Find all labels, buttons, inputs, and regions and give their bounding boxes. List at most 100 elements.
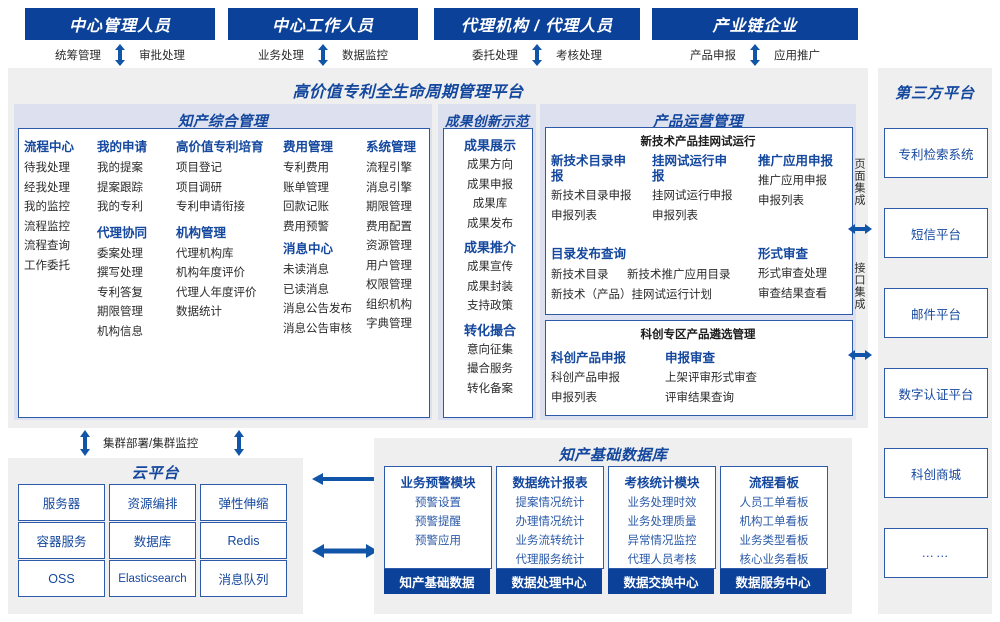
ip-group-head[interactable]: 系统管理 [366, 140, 417, 154]
ip-leaf[interactable]: 期限管理 [97, 306, 143, 318]
innovation-leaf[interactable]: 成果发布 [467, 217, 513, 230]
ip-group-head[interactable]: 我的申请 [97, 140, 148, 154]
database-leaf[interactable]: 业务类型看板 [739, 535, 809, 547]
ip-leaf[interactable]: 工作委托 [24, 259, 70, 272]
innovation-leaf[interactable]: 成果申报 [467, 178, 513, 191]
database-footer-2[interactable]: 数据交换中心 [608, 569, 714, 594]
ip-leaf[interactable]: 数据统计 [176, 306, 222, 318]
product-ops-group-head[interactable]: 新技术目录申报 [551, 154, 627, 183]
ip-leaf[interactable]: 经我处理 [24, 181, 70, 194]
database-leaf[interactable]: 预警应用 [415, 535, 461, 547]
database-leaf[interactable]: 核心业务看板 [739, 554, 809, 566]
ip-leaf[interactable]: 用户管理 [366, 259, 412, 272]
product-ops-leaf[interactable]: 审查结果查看 [758, 287, 827, 300]
product-ops-leaf[interactable]: 挂网试运行申报 [652, 190, 733, 202]
cloud-cell-5[interactable]: Redis [200, 522, 287, 559]
product-ops-leaf[interactable]: 评审结果查询 [665, 391, 734, 404]
cloud-cell-0[interactable]: 服务器 [18, 484, 105, 521]
ip-leaf[interactable]: 机构年度评价 [176, 267, 245, 279]
ip-group-head[interactable]: 代理协同 [97, 225, 148, 240]
product-ops-leaf[interactable]: 新技术目录申报 [551, 190, 632, 202]
ip-leaf[interactable]: 消息公告发布 [283, 303, 352, 315]
database-footer-0[interactable]: 知产基础数据 [384, 569, 490, 594]
product-ops-leaf[interactable]: 申报列表 [551, 209, 597, 222]
database-leaf[interactable]: 代理人员考核 [627, 554, 697, 566]
product-ops-leaf[interactable]: 申报列表 [758, 194, 804, 207]
ip-leaf[interactable]: 组织机构 [366, 298, 412, 311]
database-leaf[interactable]: 办理情况统计 [515, 516, 585, 528]
innovation-leaf[interactable]: 意向征集 [467, 343, 513, 356]
innovation-leaf[interactable]: 转化备案 [467, 382, 513, 395]
database-leaf[interactable]: 预警设置 [415, 497, 461, 509]
ip-leaf[interactable]: 消息公告审核 [283, 322, 352, 335]
product-ops-leaf[interactable]: 申报列表 [652, 209, 698, 222]
database-leaf[interactable]: 异常情况监控 [627, 535, 697, 547]
cloud-cell-7[interactable]: Elasticsearch [109, 560, 196, 597]
role-header-2[interactable]: 代理机构 / 代理人员 [434, 8, 640, 40]
ip-group-head[interactable]: 机构管理 [176, 225, 227, 240]
ip-leaf[interactable]: 我的监控 [24, 201, 70, 213]
innovation-leaf[interactable]: 撮合服务 [467, 363, 513, 375]
product-ops-group-head[interactable]: 挂网试运行申报 [652, 154, 728, 183]
ip-leaf[interactable]: 我的专利 [97, 201, 143, 213]
innovation-leaf[interactable]: 支持政策 [467, 300, 513, 312]
ip-leaf[interactable]: 撰写处理 [97, 267, 143, 279]
ip-leaf[interactable]: 提案跟踪 [97, 181, 143, 194]
database-leaf[interactable]: 预警提醒 [415, 516, 461, 528]
innovation-leaf[interactable]: 成果宣传 [467, 261, 513, 273]
product-ops-group-head[interactable]: 目录发布查询 [551, 247, 627, 261]
third-party-item-5[interactable]: …… [884, 528, 988, 578]
ip-leaf[interactable]: 委案处理 [97, 247, 143, 260]
ip-leaf[interactable]: 我的提案 [97, 162, 143, 174]
third-party-item-3[interactable]: 数字认证平台 [884, 368, 988, 418]
ip-leaf[interactable]: 专利答复 [97, 286, 143, 299]
ip-leaf[interactable]: 机构信息 [97, 325, 143, 338]
ip-leaf[interactable]: 流程查询 [24, 240, 70, 252]
database-column-head[interactable]: 流程看板 [748, 476, 799, 490]
product-ops-leaf[interactable]: 新技术目录 [551, 269, 609, 281]
cloud-cell-8[interactable]: 消息队列 [200, 560, 287, 597]
ip-leaf[interactable]: 专利费用 [283, 162, 329, 174]
role-header-1[interactable]: 中心工作人员 [228, 8, 418, 40]
ip-leaf[interactable]: 期限管理 [366, 201, 412, 213]
product-ops-group-head[interactable]: 形式审查 [758, 247, 809, 261]
ip-leaf[interactable]: 费用配置 [366, 220, 412, 233]
ip-leaf[interactable]: 回款记账 [283, 201, 329, 213]
ip-leaf[interactable]: 费用预警 [283, 220, 329, 233]
ip-leaf[interactable]: 专利申请衔接 [176, 201, 245, 213]
product-ops-leaf[interactable]: 申报列表 [551, 391, 597, 404]
product-ops-leaf[interactable]: 新技术推广应用目录 [626, 269, 731, 281]
innovation-group-head[interactable]: 成果推介 [463, 240, 516, 255]
product-ops-leaf[interactable]: 科创产品申报 [551, 372, 620, 384]
ip-leaf[interactable]: 消息引擎 [366, 181, 412, 194]
third-party-item-1[interactable]: 短信平台 [884, 208, 988, 258]
cloud-cell-6[interactable]: OSS [18, 560, 105, 597]
ip-leaf[interactable]: 项目登记 [176, 162, 222, 174]
product-ops-group-head[interactable]: 申报审查 [665, 351, 716, 365]
ip-leaf[interactable]: 项目调研 [176, 181, 222, 194]
product-ops-leaf[interactable]: 推广应用申报 [758, 175, 827, 187]
ip-leaf[interactable]: 代理机构库 [176, 247, 234, 260]
database-column-head[interactable]: 数据统计报表 [512, 476, 588, 490]
cloud-cell-1[interactable]: 资源编排 [109, 484, 196, 521]
product-ops-group-head[interactable]: 推广应用申报 [758, 154, 834, 168]
ip-leaf[interactable]: 权限管理 [366, 279, 412, 291]
third-party-item-2[interactable]: 邮件平台 [884, 288, 988, 338]
cloud-cell-2[interactable]: 弹性伸缩 [200, 484, 287, 521]
cloud-cell-4[interactable]: 数据库 [109, 522, 196, 559]
database-leaf[interactable]: 业务处理质量 [627, 516, 697, 528]
cloud-cell-3[interactable]: 容器服务 [18, 522, 105, 559]
role-header-0[interactable]: 中心管理人员 [25, 8, 215, 40]
innovation-group-head[interactable]: 成果展示 [463, 138, 516, 153]
database-leaf[interactable]: 业务流转统计 [515, 535, 585, 547]
innovation-leaf[interactable]: 成果库 [472, 198, 508, 210]
innovation-leaf[interactable]: 成果封装 [467, 280, 513, 293]
product-ops-leaf[interactable]: 形式审查处理 [758, 268, 827, 280]
ip-leaf[interactable]: 账单管理 [283, 181, 329, 194]
innovation-leaf[interactable]: 成果方向 [467, 159, 513, 171]
ip-leaf[interactable]: 代理人年度评价 [176, 286, 257, 299]
ip-leaf[interactable]: 字典管理 [366, 318, 412, 330]
ip-group-head[interactable]: 费用管理 [283, 140, 334, 154]
ip-leaf[interactable]: 已读消息 [283, 283, 329, 296]
database-leaf[interactable]: 机构工单看板 [739, 516, 809, 528]
